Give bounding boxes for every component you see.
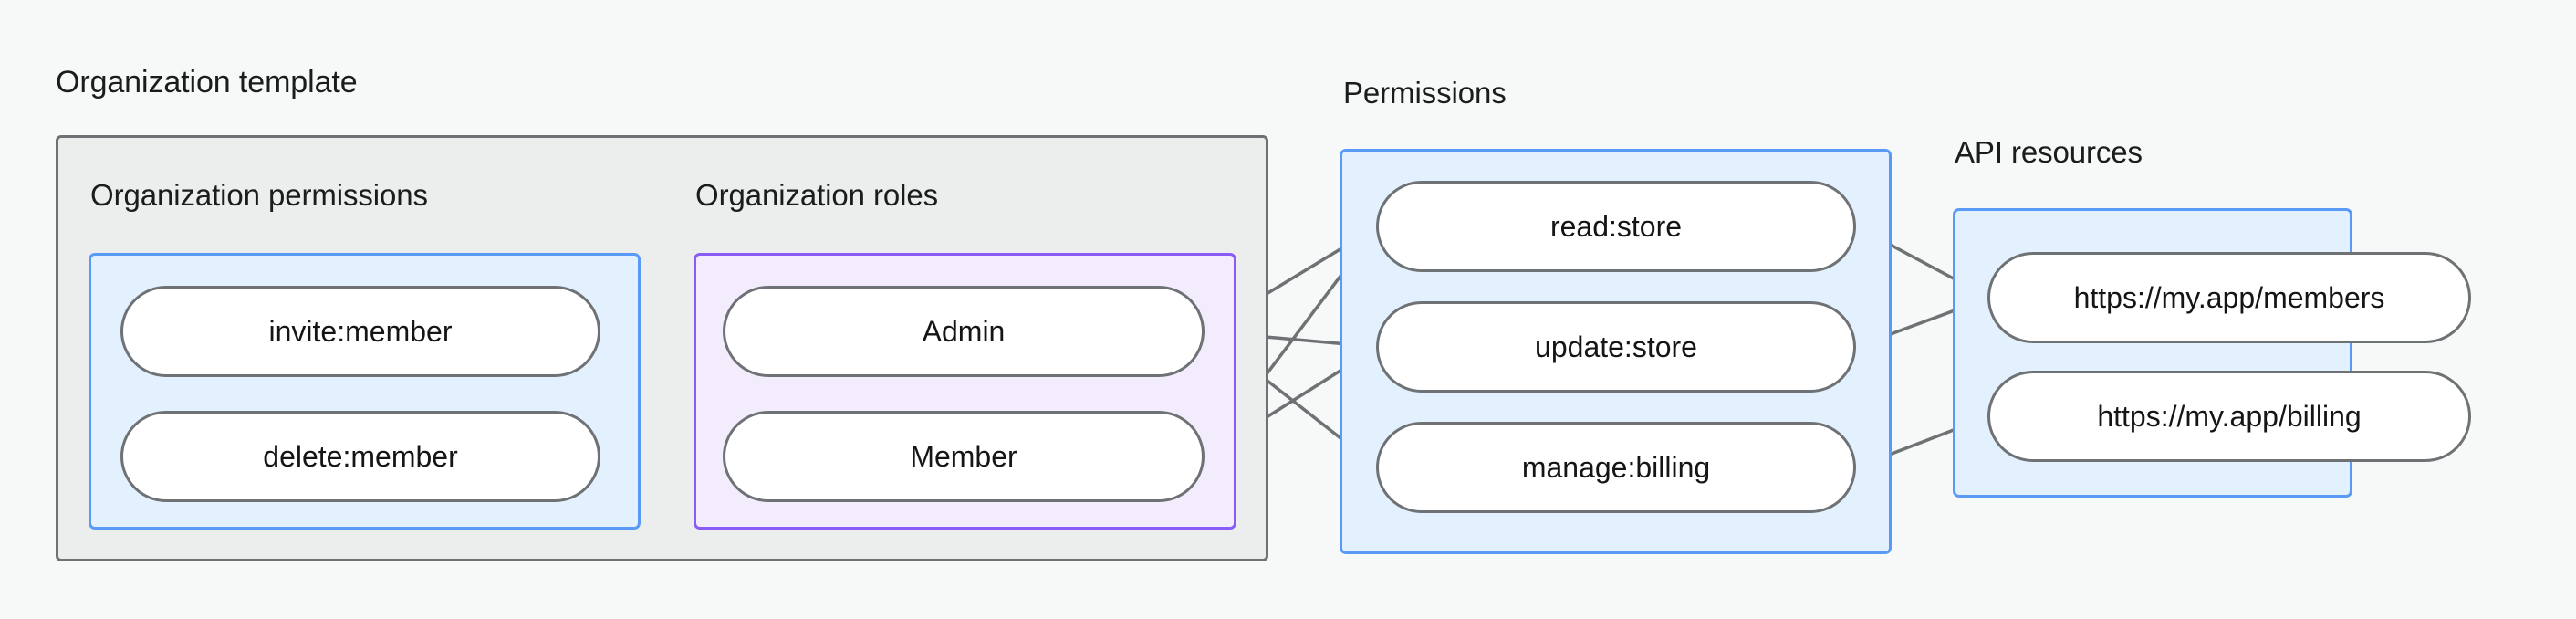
node-delete-member[interactable]: delete:member bbox=[120, 411, 600, 502]
node-manage-billing[interactable]: manage:billing bbox=[1376, 422, 1856, 513]
node-members-endpoint[interactable]: https://my.app/members bbox=[1987, 252, 2471, 343]
node-admin[interactable]: Admin bbox=[723, 286, 1205, 377]
group-title-permissions: Permissions bbox=[1343, 76, 1507, 110]
group-title-organization-template: Organization template bbox=[56, 65, 358, 100]
node-member[interactable]: Member bbox=[723, 411, 1205, 502]
node-invite-member[interactable]: invite:member bbox=[120, 286, 600, 377]
group-title-organization-permissions: Organization permissions bbox=[90, 178, 428, 212]
group-title-organization-roles: Organization roles bbox=[695, 178, 939, 212]
node-read-store[interactable]: read:store bbox=[1376, 181, 1856, 272]
group-title-api-resources: API resources bbox=[1955, 135, 2143, 169]
node-billing-endpoint[interactable]: https://my.app/billing bbox=[1987, 371, 2471, 462]
node-update-store[interactable]: update:store bbox=[1376, 301, 1856, 393]
